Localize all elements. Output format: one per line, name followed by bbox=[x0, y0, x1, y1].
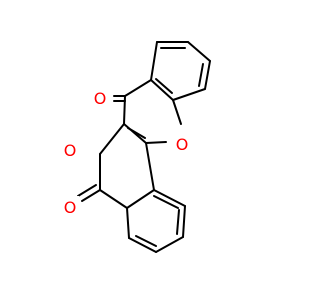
oxygen-label: O bbox=[64, 141, 77, 160]
bond-inner bbox=[135, 235, 157, 247]
bond bbox=[126, 189, 155, 209]
bond bbox=[153, 189, 186, 207]
atom-layer: O O O O bbox=[61, 87, 191, 218]
bond-inner bbox=[198, 63, 204, 87]
bond bbox=[204, 60, 211, 90]
bond-inner bbox=[127, 127, 146, 139]
bond bbox=[124, 79, 152, 97]
bond bbox=[155, 236, 184, 253]
bond bbox=[81, 189, 101, 202]
bond bbox=[77, 184, 97, 197]
bond bbox=[126, 207, 130, 239]
bond bbox=[187, 41, 211, 62]
bond-inner bbox=[153, 195, 179, 209]
bond bbox=[128, 237, 157, 253]
atom-o-carbonyl-top: O bbox=[91, 87, 109, 109]
bond bbox=[145, 141, 167, 144]
oxygen-label: O bbox=[64, 198, 77, 217]
bond-inner bbox=[176, 209, 180, 235]
molecule-structure: O O O O bbox=[61, 41, 211, 253]
atom-o-carbonyl-bottom: O bbox=[61, 196, 79, 218]
bond bbox=[172, 88, 206, 101]
bond bbox=[99, 123, 125, 155]
bond bbox=[182, 205, 186, 238]
bond-inner bbox=[155, 78, 173, 94]
bond bbox=[99, 189, 128, 209]
bond-layer bbox=[77, 41, 211, 253]
bond bbox=[145, 142, 155, 191]
atom-o-ring-right: O bbox=[173, 133, 191, 155]
bond bbox=[150, 79, 174, 101]
oxygen-label: O bbox=[94, 89, 107, 108]
bond bbox=[150, 41, 158, 81]
bond bbox=[172, 99, 182, 125]
atom-o-ring-left: O bbox=[61, 139, 79, 161]
oxygen-label: O bbox=[176, 135, 189, 154]
bond bbox=[123, 123, 147, 144]
